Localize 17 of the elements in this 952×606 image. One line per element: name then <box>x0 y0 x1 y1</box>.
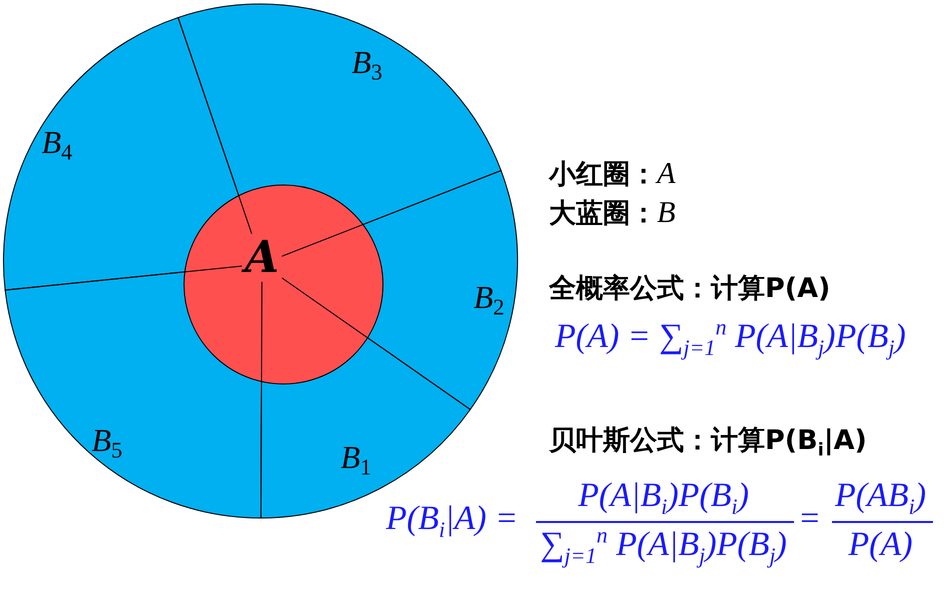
formula-text: = <box>797 499 822 539</box>
sector-label: B$_{1}$ <box>340 438 372 477</box>
sector-label: B$_{3}$ <box>350 43 384 82</box>
formula-heading: 全概率公式：计算P(A) <box>549 273 832 306</box>
formula-text: ∑$_{j=1}$$^{n}$ P(A|B$_{j}$)P(B$_{j}$) <box>539 523 788 568</box>
definition-text: 大蓝圈：B <box>549 194 676 230</box>
formula-text: P(A) <box>847 525 914 565</box>
formula-text: P(B$_{i}$|A) = <box>385 499 519 542</box>
circle-label: A <box>242 234 282 282</box>
formula: P(A) = ∑$_{j=1}$$^{n}$ P(A|B$_{j}$)P(B$_{j}$) <box>554 315 907 360</box>
sector-label: B$_{5}$ <box>90 421 124 460</box>
formula-heading: 贝叶斯公式：计算P(B$_{i}$|A) <box>549 425 868 458</box>
formula-text: P(A|B$_{i}$)P(B$_{i}$) <box>577 476 750 518</box>
formula-text: P(AB$_{i}$) <box>834 476 928 518</box>
definition-text: 小红圈：A <box>549 155 676 192</box>
sector-label: B$_{4}$ <box>40 123 74 162</box>
sector-label: B$_{2}$ <box>472 278 506 317</box>
